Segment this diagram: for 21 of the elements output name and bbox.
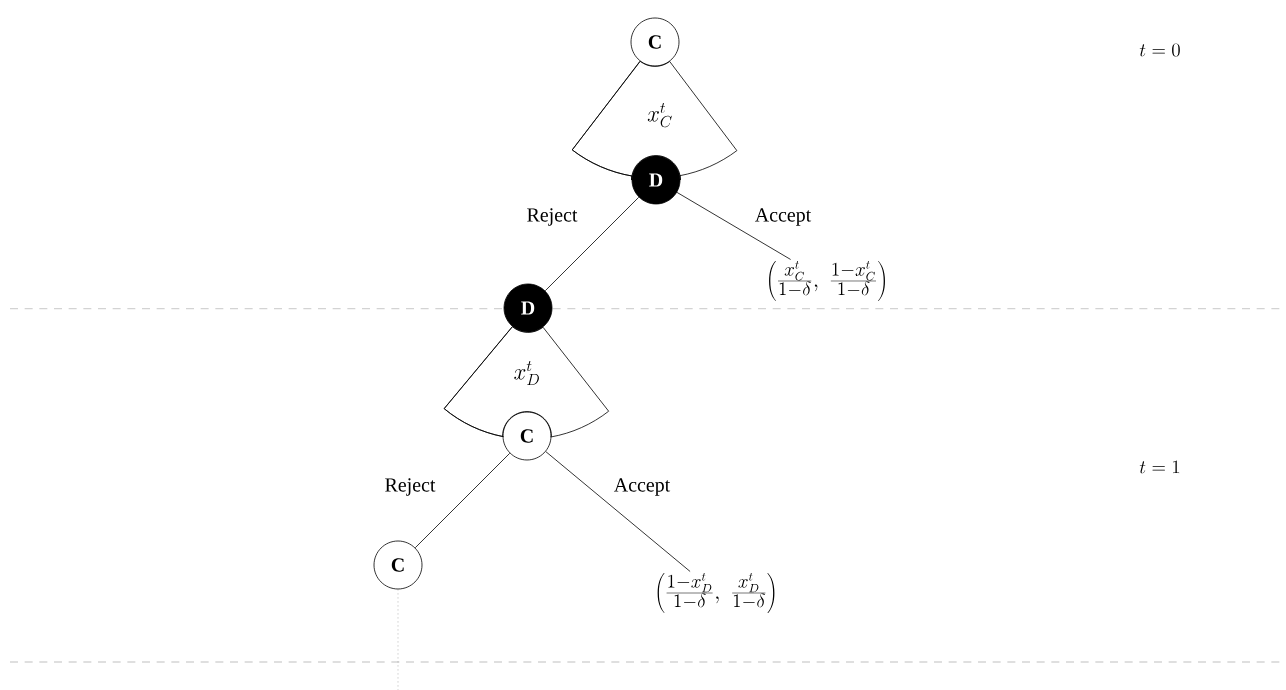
payoff-label: $\left(\frac{1-x_D^t}{1-\delta},\ \frac{x_D^t}{1-\delta}\right)$ xyxy=(657,573,775,613)
player-node: C xyxy=(502,411,552,461)
player-node: C xyxy=(630,17,680,67)
player-node: D xyxy=(503,283,553,333)
edge-label: Accept xyxy=(614,478,671,496)
time-label: $t=0$ xyxy=(1139,43,1180,57)
player-node: C xyxy=(373,540,423,590)
offer-sector xyxy=(443,326,610,438)
branch-line xyxy=(544,196,640,292)
offer-sector xyxy=(571,60,738,181)
offer-label: $x_C^t$ xyxy=(647,102,672,128)
time-label: $t=1$ xyxy=(1139,460,1180,474)
branch-line xyxy=(545,451,691,572)
branch-line xyxy=(414,452,511,549)
branch-line xyxy=(676,192,791,260)
player-node: D xyxy=(631,155,681,205)
edge-label: Reject xyxy=(527,208,578,226)
edge-label: Accept xyxy=(755,208,812,226)
edge-label: Reject xyxy=(385,478,436,496)
payoff-label: $\left(\frac{x_C^t}{1-\delta},\ \frac{1-x_C^t}{1-\delta}\right)$ xyxy=(769,261,885,301)
offer-label: $x_D^t$ xyxy=(514,360,539,385)
